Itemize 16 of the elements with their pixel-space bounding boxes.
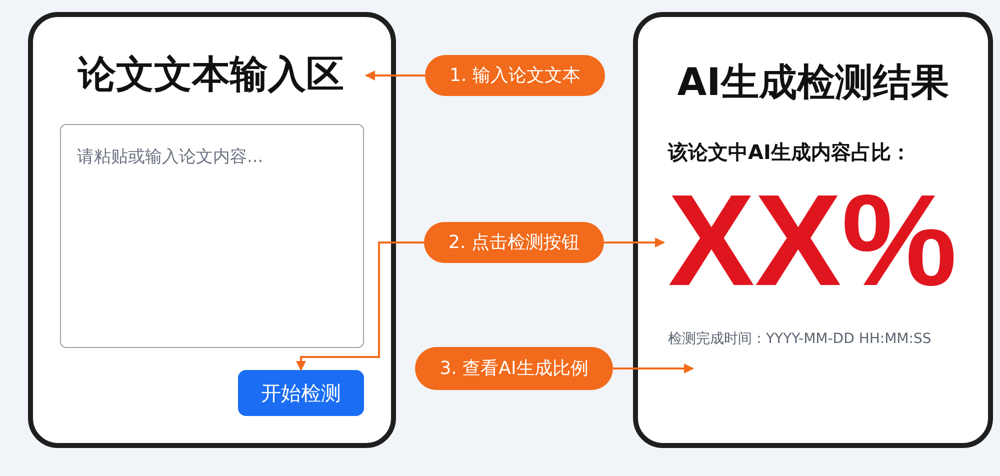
arrow <box>365 70 425 80</box>
timestamp-text: 检测完成时间：YYYY-MM-DD HH:MM:SS <box>668 330 932 349</box>
panel-title: 论文文本输入区 <box>56 44 366 104</box>
input-panel <box>28 12 396 448</box>
step-pill: 3. 查看AI生成比例 <box>415 347 613 390</box>
panel-title: AI生成检测结果 <box>676 59 950 106</box>
result-label: 该论文中AI生成内容占比： <box>668 139 911 166</box>
step-pill: 1. 输入论文文本 <box>425 55 605 96</box>
step-pill: 2. 点击检测按钮 <box>424 222 604 263</box>
arrow <box>613 364 694 374</box>
text-area-field: 请粘贴或输入论文内容... <box>60 124 364 348</box>
start-detection-button: 开始检测 <box>238 370 364 416</box>
arrow <box>296 242 424 371</box>
result-panel <box>633 12 993 448</box>
arrow <box>604 238 665 248</box>
percentage-value: XX% <box>668 180 968 300</box>
